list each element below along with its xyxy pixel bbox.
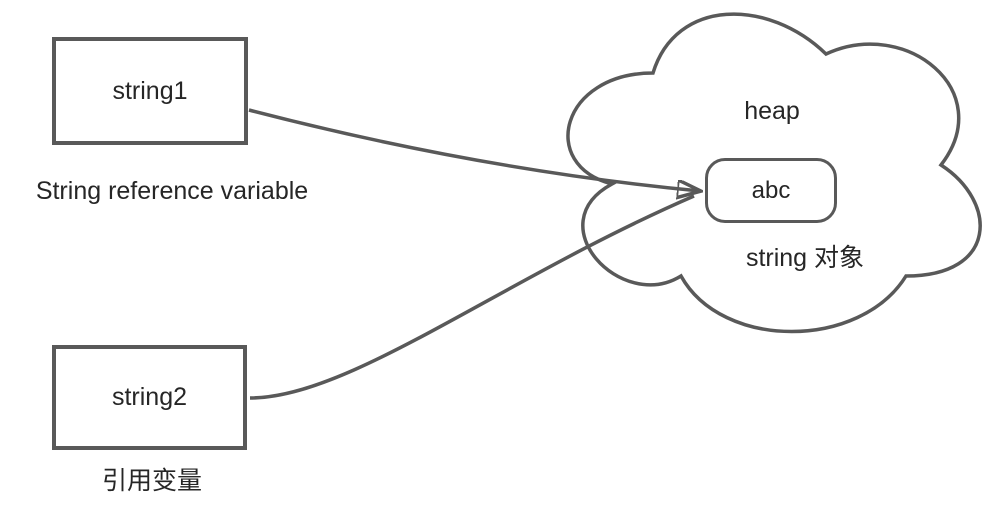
node-abc-label: abc (751, 176, 791, 204)
node-string1-label: string1 (112, 76, 188, 105)
string2-caption: 引用变量 (101, 467, 203, 495)
node-string2-label: string2 (111, 383, 188, 411)
arrow-string2-to-abc (249, 194, 695, 400)
heap-title: heap (744, 97, 800, 125)
node-abc: abc (705, 158, 837, 223)
node-string1: string1 (52, 37, 248, 145)
string1-caption: String reference variable (35, 177, 309, 205)
arrow-string1-to-abc (248, 108, 700, 191)
string-object-caption: string 对象 (745, 244, 865, 272)
node-string2: string2 (52, 345, 247, 450)
